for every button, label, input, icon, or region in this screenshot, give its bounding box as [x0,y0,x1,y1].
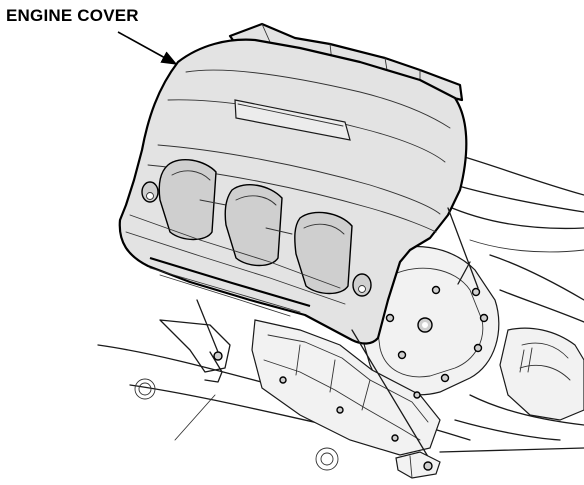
mounting-stud-lower-right [395,451,441,479]
engine-cover-callout-label: ENGINE COVER [6,6,139,25]
bolt-leader-lines [196,207,479,461]
engine-cover [118,22,468,345]
intake-manifold [251,245,584,456]
callout-leader-arrow [117,31,178,65]
